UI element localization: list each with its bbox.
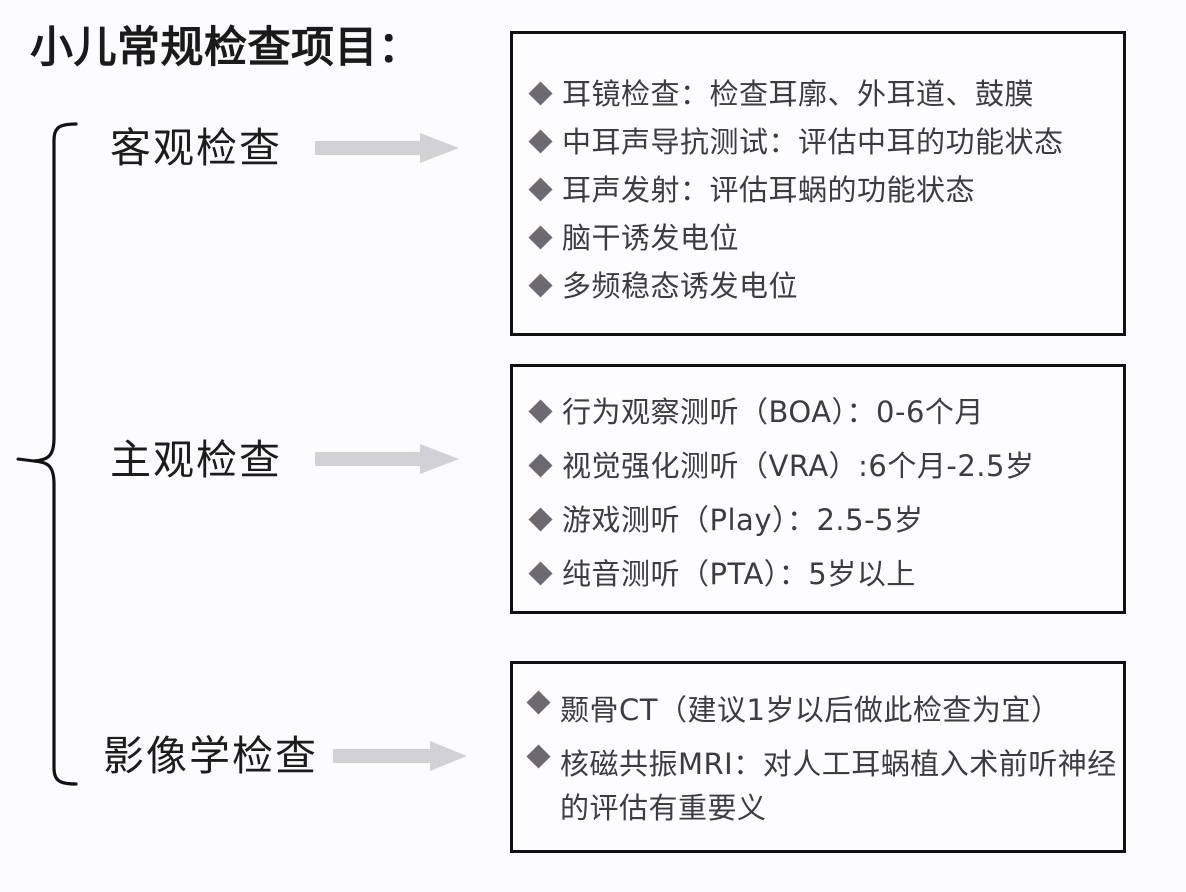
- grouping-brace-icon: [16, 122, 78, 786]
- list-item: 行为观察测听（BOA）：0-6个月: [527, 385, 1123, 439]
- list-item: 多频稳态诱发电位: [527, 262, 1123, 310]
- list-item-label: 脑干诱发电位: [562, 220, 740, 255]
- list-item: 脑干诱发电位: [527, 214, 1123, 262]
- list-item-label: 耳声发射：评估耳蜗的功能状态: [562, 172, 976, 207]
- subjective-examination-list: 行为观察测听（BOA）：0-6个月 视觉强化测听（VRA）:6个月-2.5岁 游…: [513, 367, 1123, 617]
- list-item-label: 颞骨CT（建议1岁以后做此检查为宜）: [560, 693, 1061, 727]
- sidebar-item-objective-examination[interactable]: 客观检查: [110, 125, 282, 171]
- diamond-bullet-icon: [527, 399, 553, 425]
- objective-examination-list: 耳镜检查：检查耳廓、外耳道、鼓膜 中耳声导抗测试：评估中耳的功能状态 耳声发射：…: [513, 34, 1123, 341]
- list-item-label: 多频稳态诱发电位: [562, 268, 799, 303]
- list-item-label: 视觉强化测听（VRA）:6个月-2.5岁: [562, 449, 1035, 483]
- diamond-bullet-icon: [525, 690, 551, 716]
- subjective-examination-box: 行为观察测听（BOA）：0-6个月 视觉强化测听（VRA）:6个月-2.5岁 游…: [510, 364, 1126, 614]
- list-item: 核磁共振MRI：对人工耳蜗植入术前听神经的评估有重要义: [525, 737, 1123, 835]
- right-arrow-icon: [315, 133, 459, 163]
- list-item: 游戏测听（Play）：2.5-5岁: [527, 493, 1123, 547]
- list-item: 纯音测听（PTA）：5岁以上: [527, 547, 1123, 601]
- list-item-label: 游戏测听（Play）：2.5-5岁: [562, 503, 924, 537]
- list-item-label: 行为观察测听（BOA）：0-6个月: [562, 395, 984, 429]
- diamond-bullet-icon: [527, 272, 553, 299]
- list-item: 中耳声导抗测试：评估中耳的功能状态: [527, 118, 1123, 166]
- sidebar-item-imaging-examination[interactable]: 影像学检查: [103, 733, 318, 779]
- list-item-label: 耳镜检查：检查耳廓、外耳道、鼓膜: [562, 76, 1035, 111]
- diamond-bullet-icon: [527, 507, 553, 533]
- objective-examination-box: 耳镜检查：检查耳廓、外耳道、鼓膜 中耳声导抗测试：评估中耳的功能状态 耳声发射：…: [510, 31, 1126, 336]
- diamond-bullet-icon: [527, 224, 553, 251]
- list-item-label: 中耳声导抗测试：评估中耳的功能状态: [562, 124, 1064, 159]
- diamond-bullet-icon: [527, 561, 553, 587]
- right-arrow-icon: [333, 741, 467, 771]
- diamond-bullet-icon: [527, 128, 553, 155]
- list-item-label: 纯音测听（PTA）：5岁以上: [562, 557, 916, 591]
- list-item: 耳镜检查：检查耳廓、外耳道、鼓膜: [527, 70, 1123, 118]
- diamond-bullet-icon: [527, 80, 553, 107]
- diamond-bullet-icon: [525, 744, 551, 770]
- list-item: 耳声发射：评估耳蜗的功能状态: [527, 166, 1123, 214]
- list-item-label: 核磁共振MRI：对人工耳蜗植入术前听神经的评估有重要义: [560, 747, 1117, 825]
- page-title: 小儿常规检查项目：: [30, 25, 422, 72]
- list-item: 视觉强化测听（VRA）:6个月-2.5岁: [527, 439, 1123, 493]
- imaging-examination-list: 颞骨CT（建议1岁以后做此检查为宜） 核磁共振MRI：对人工耳蜗植入术前听神经的…: [513, 664, 1123, 854]
- right-arrow-icon: [315, 444, 459, 474]
- imaging-examination-box: 颞骨CT（建议1岁以后做此检查为宜） 核磁共振MRI：对人工耳蜗植入术前听神经的…: [510, 661, 1126, 853]
- list-item: 颞骨CT（建议1岁以后做此检查为宜）: [525, 683, 1123, 737]
- sidebar-item-subjective-examination[interactable]: 主观检查: [110, 437, 282, 483]
- diamond-bullet-icon: [527, 176, 553, 203]
- diamond-bullet-icon: [527, 453, 553, 479]
